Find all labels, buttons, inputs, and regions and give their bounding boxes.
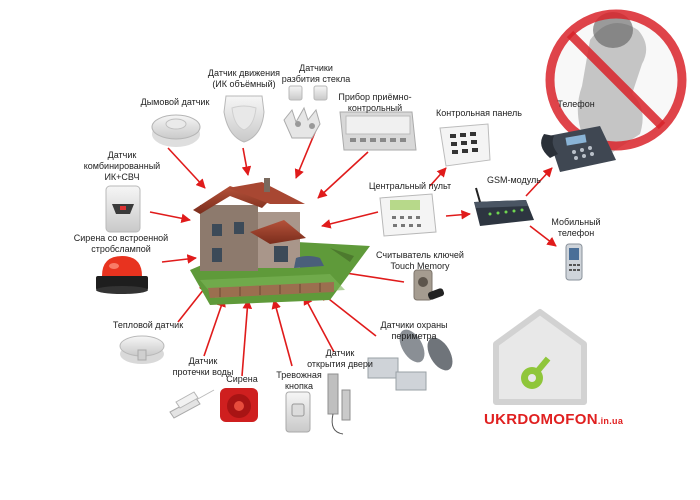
- heat-detector-icon: [119, 335, 165, 364]
- no-burglar-icon: [545, 9, 687, 154]
- control-device-icon: [339, 111, 417, 151]
- siren-label: Сирена: [226, 374, 258, 384]
- motion-sensor-icon: [223, 95, 265, 143]
- gsm-module-icon: [474, 187, 534, 226]
- key-reader-icon: [413, 269, 445, 301]
- water-leak-label: Датчик протечки воды: [172, 356, 234, 377]
- perimeter-sensor-label: Датчики охраны периметра: [380, 320, 448, 341]
- arrows: [149, 124, 557, 377]
- control-panel-label: Контрольная панель: [436, 108, 522, 118]
- control-device-label: Прибор приёмно- контрольный: [338, 92, 412, 113]
- central-console-icon: [379, 193, 437, 237]
- smoke-detector-label: Дымовой датчик: [140, 97, 210, 107]
- door-sensor-icon: [327, 373, 351, 435]
- glass-break-sensor-icon: [283, 85, 328, 139]
- strobe-siren-label: Сирена со встроенной стробслампой: [73, 233, 169, 254]
- keypad-icon: [439, 123, 491, 167]
- perimeter-sensor-icon: [367, 329, 453, 391]
- motion-sensor-label: Датчик движения (ИК объёмный): [207, 68, 281, 89]
- brand-name: UKRDOMOFON.in.ua: [484, 411, 623, 428]
- brand-tld: .in.ua: [597, 416, 624, 426]
- mobile-phone-icon: [565, 243, 583, 281]
- water-leak-sensor-icon: [169, 389, 215, 419]
- logo-house-icon: [493, 309, 587, 405]
- central-console-label: Центральный пульт: [368, 181, 452, 191]
- siren-icon: [220, 388, 258, 422]
- combined-sensor-label: Датчик комбинированный ИК+СВЧ: [83, 150, 161, 182]
- brand-main: UKRDOMOFON: [484, 411, 598, 428]
- mobile-phone-label: Мобильный телефон: [551, 217, 601, 238]
- panic-button-label: Тревожная кнопка: [276, 370, 322, 391]
- combined-sensor-icon: [105, 185, 141, 233]
- panic-button-icon: [285, 391, 311, 433]
- door-sensor-label: Датчик открытия двери: [307, 348, 373, 369]
- gsm-module-label: GSM-модуль: [487, 175, 541, 185]
- phone-label: Телефон: [557, 99, 595, 109]
- house-icon: [190, 178, 370, 305]
- glass-break-label: Датчики разбития стекла: [281, 63, 351, 84]
- strobe-siren-icon: [96, 256, 148, 294]
- heat-detector-label: Тепловой датчик: [112, 320, 184, 330]
- key-reader-label: Считыватель ключей Touch Memory: [376, 250, 464, 271]
- desk-phone-icon: [541, 126, 616, 172]
- smoke-detector-icon: [151, 114, 201, 147]
